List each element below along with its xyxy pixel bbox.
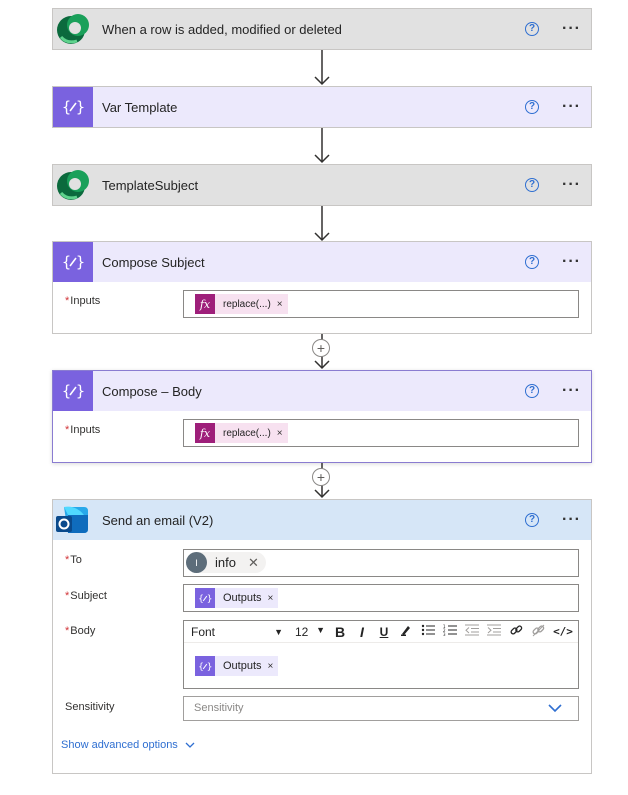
remove-recipient-icon[interactable]: ✕ xyxy=(247,554,259,570)
outputs-token[interactable]: { } Outputs × xyxy=(195,588,279,608)
subject-field[interactable]: { } Outputs × xyxy=(183,584,579,612)
font-size-dropdown[interactable]: 12▼ xyxy=(295,624,325,639)
svg-text:2: 2 xyxy=(443,628,446,633)
sensitivity-label: Sensitivity xyxy=(65,701,115,713)
connector-arrow-icon xyxy=(314,50,330,86)
body-label: *Body xyxy=(65,625,96,637)
step-title: When a row is added, modified or deleted xyxy=(102,21,342,37)
variable-icon: { } xyxy=(53,242,93,282)
underline-icon[interactable]: U xyxy=(379,624,389,639)
remove-link-icon[interactable] xyxy=(527,624,549,640)
svg-text:}: } xyxy=(76,253,84,271)
highlight-icon[interactable] xyxy=(395,624,417,639)
insert-link-icon[interactable] xyxy=(505,624,527,640)
more-options-icon[interactable]: ··· xyxy=(562,511,581,528)
more-options-icon[interactable]: ··· xyxy=(562,20,581,37)
var-template-step-card[interactable]: { } Var Template ? ··· xyxy=(52,86,592,128)
variable-icon: { } xyxy=(195,656,215,676)
remove-token-icon[interactable]: × xyxy=(276,298,283,310)
remove-token-icon[interactable]: × xyxy=(276,427,283,439)
decrease-indent-icon[interactable] xyxy=(461,624,483,639)
step-title: Compose Subject xyxy=(102,254,205,270)
step-title: Send an email (V2) xyxy=(102,512,214,528)
step-title: TemplateSubject xyxy=(102,177,199,193)
compose-body-step-card[interactable]: { } Compose – Body ? ··· *Inputs fx repl… xyxy=(52,370,592,463)
connector-arrow-icon xyxy=(314,128,330,164)
trigger-step-card[interactable]: When a row is added, modified or deleted… xyxy=(52,8,592,50)
help-icon[interactable]: ? xyxy=(525,384,540,398)
help-icon[interactable]: ? xyxy=(525,513,540,527)
svg-text:{: { xyxy=(62,382,71,400)
dataverse-icon xyxy=(53,9,93,49)
outlook-icon xyxy=(53,500,93,540)
add-step-button[interactable]: + xyxy=(312,339,330,357)
fx-icon: fx xyxy=(195,423,215,443)
svg-text:{: { xyxy=(62,98,71,116)
remove-token-icon[interactable]: × xyxy=(267,592,274,604)
template-subject-step-card[interactable]: TemplateSubject ? ··· xyxy=(52,164,592,206)
svg-text:{: { xyxy=(198,661,204,671)
sensitivity-dropdown[interactable]: Sensitivity xyxy=(183,696,579,721)
chevron-down-icon xyxy=(548,704,562,713)
more-options-icon[interactable]: ··· xyxy=(562,382,581,399)
help-icon[interactable]: ? xyxy=(525,178,540,192)
show-advanced-options-link[interactable]: Show advanced options xyxy=(61,739,195,751)
svg-text:}: } xyxy=(76,382,84,400)
svg-text:}: } xyxy=(76,98,84,116)
help-icon[interactable]: ? xyxy=(525,100,540,114)
fx-icon: fx xyxy=(195,294,215,314)
more-options-icon[interactable]: ··· xyxy=(562,98,581,115)
inputs-field[interactable]: fx replace(...) × xyxy=(183,290,579,318)
svg-text:}: } xyxy=(207,593,212,603)
svg-text:1: 1 xyxy=(443,624,446,629)
outputs-token[interactable]: { } Outputs × xyxy=(195,656,279,676)
bullet-list-icon[interactable] xyxy=(417,624,439,639)
svg-text:{: { xyxy=(198,593,204,603)
send-email-step-card[interactable]: Send an email (V2) ? ··· *To I info ✕ *S… xyxy=(52,499,592,774)
help-icon[interactable]: ? xyxy=(525,22,540,36)
subject-label: *Subject xyxy=(65,590,107,602)
add-step-button[interactable]: + xyxy=(312,468,330,486)
inputs-field[interactable]: fx replace(...) × xyxy=(183,419,579,447)
connector-arrow-icon xyxy=(314,206,330,242)
expression-token[interactable]: fx replace(...) × xyxy=(195,423,288,443)
svg-text:3: 3 xyxy=(443,632,446,636)
more-options-icon[interactable]: ··· xyxy=(562,176,581,193)
help-icon[interactable]: ? xyxy=(525,255,540,269)
font-dropdown[interactable]: Font▼ xyxy=(191,624,283,639)
expression-token[interactable]: fx replace(...) × xyxy=(195,294,288,314)
to-field[interactable]: I info ✕ xyxy=(183,549,579,577)
recipient-chip[interactable]: I info ✕ xyxy=(186,552,266,573)
step-title: Var Template xyxy=(102,99,178,115)
svg-text:}: } xyxy=(207,661,212,671)
more-options-icon[interactable]: ··· xyxy=(562,253,581,270)
inputs-label: *Inputs xyxy=(65,295,101,307)
remove-token-icon[interactable]: × xyxy=(267,660,274,672)
svg-text:{: { xyxy=(62,253,71,271)
variable-icon: { } xyxy=(195,588,215,608)
avatar: I xyxy=(186,552,207,573)
chevron-down-icon xyxy=(185,742,195,748)
to-label: *To xyxy=(65,554,82,566)
inputs-label: *Inputs xyxy=(65,424,101,436)
italic-icon[interactable]: I xyxy=(360,623,364,640)
dataverse-icon xyxy=(53,165,93,205)
compose-subject-step-card[interactable]: { } Compose Subject ? ··· *Inputs fx rep… xyxy=(52,241,592,334)
code-view-icon[interactable]: </> xyxy=(553,625,573,638)
variable-icon: { } xyxy=(53,87,93,127)
increase-indent-icon[interactable] xyxy=(483,624,505,639)
variable-icon: { } xyxy=(53,371,93,411)
bold-icon[interactable]: B xyxy=(334,623,346,640)
step-title: Compose – Body xyxy=(102,383,202,399)
